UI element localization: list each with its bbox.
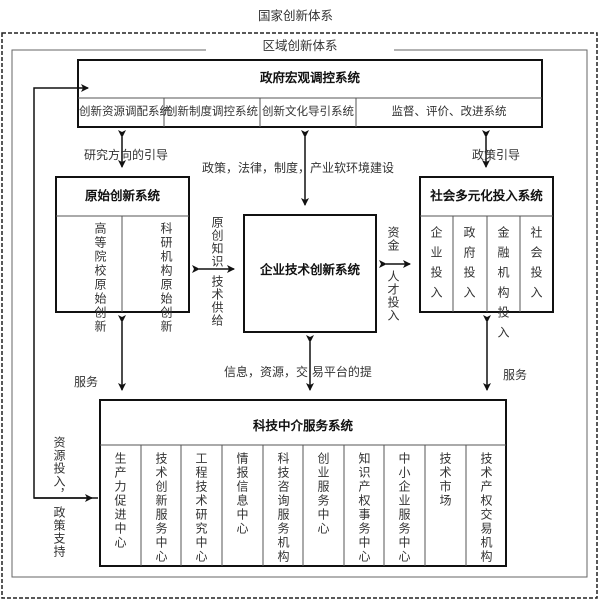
flow-policy-environment: 政策，法律，制度，产业软环境建设 — [202, 161, 395, 175]
government-title: 政府宏观调控系统 — [259, 70, 360, 85]
intermediary-col-7: 中小企业服务中心 — [397, 452, 411, 564]
national-system-border — [1, 32, 598, 599]
original-col-university: 高等院校原始创新 — [93, 222, 107, 334]
flow-original-knowledge: 原创知识 — [210, 216, 224, 268]
flow-tech-supply: 技术供给 — [210, 275, 224, 327]
flow-policy-support: 政策支持 — [52, 506, 66, 558]
intermediary-col-0: 生产力促进中心 — [113, 452, 127, 550]
regional-system-label: 区域创新体系 — [206, 39, 394, 53]
gov-subsystem-institution: 创新制度调控系统 — [166, 104, 258, 118]
flow-research-guidance: 研究方向的引导 — [84, 148, 169, 162]
flow-service-right: 服务 — [503, 368, 528, 382]
social-col-society: 社会投入 — [529, 226, 543, 306]
original-title: 原始创新系统 — [84, 188, 160, 203]
intermediary-col-5: 创业服务中心 — [316, 452, 330, 536]
original-col-research: 科研机构原始创新 — [159, 222, 173, 334]
social-col-government: 政府投入 — [462, 226, 476, 306]
government-box — [77, 59, 543, 128]
intermediary-title: 科技中介服务系统 — [252, 418, 353, 433]
intermediary-col-6: 知识产权事务中心 — [357, 452, 371, 564]
intermediary-col-3: 情报信息中心 — [235, 452, 249, 536]
gov-subsystem-resource: 创新资源调配系统 — [79, 104, 171, 118]
flow-policy-guidance: 政策引导 — [472, 148, 521, 162]
gov-subsystem-culture: 创新文化导引系统 — [262, 104, 354, 118]
flow-talent: 人才投入 — [386, 270, 400, 322]
flow-capital: 资金 — [386, 226, 400, 252]
flow-resource-input: 资源投入， — [52, 436, 66, 501]
intermediary-col-8: 技术市场 — [438, 452, 452, 508]
enterprise-title: 企业技术创新系统 — [259, 262, 360, 277]
gov-subsystem-supervision: 监督、评价、改进系统 — [391, 104, 507, 118]
flow-info-platform: 信息，资源，交 易平台的提 — [224, 365, 372, 379]
intermediary-col-1: 技术创新服务中心 — [154, 452, 168, 564]
flow-service-left: 服务 — [74, 375, 99, 389]
intermediary-col-2: 工程技术研究中心 — [194, 452, 208, 564]
enterprise-box — [243, 214, 377, 333]
social-title: 社会多元化投入系统 — [430, 188, 543, 203]
intermediary-col-4: 科技咨询服务机构 — [276, 452, 290, 564]
national-system-label: 国家创新体系 — [258, 8, 334, 23]
intermediary-col-9: 技术产权交易机构 — [479, 452, 493, 564]
social-col-finance: 金融机构投入 — [496, 226, 510, 346]
social-col-enterprise: 企业投入 — [429, 226, 443, 306]
